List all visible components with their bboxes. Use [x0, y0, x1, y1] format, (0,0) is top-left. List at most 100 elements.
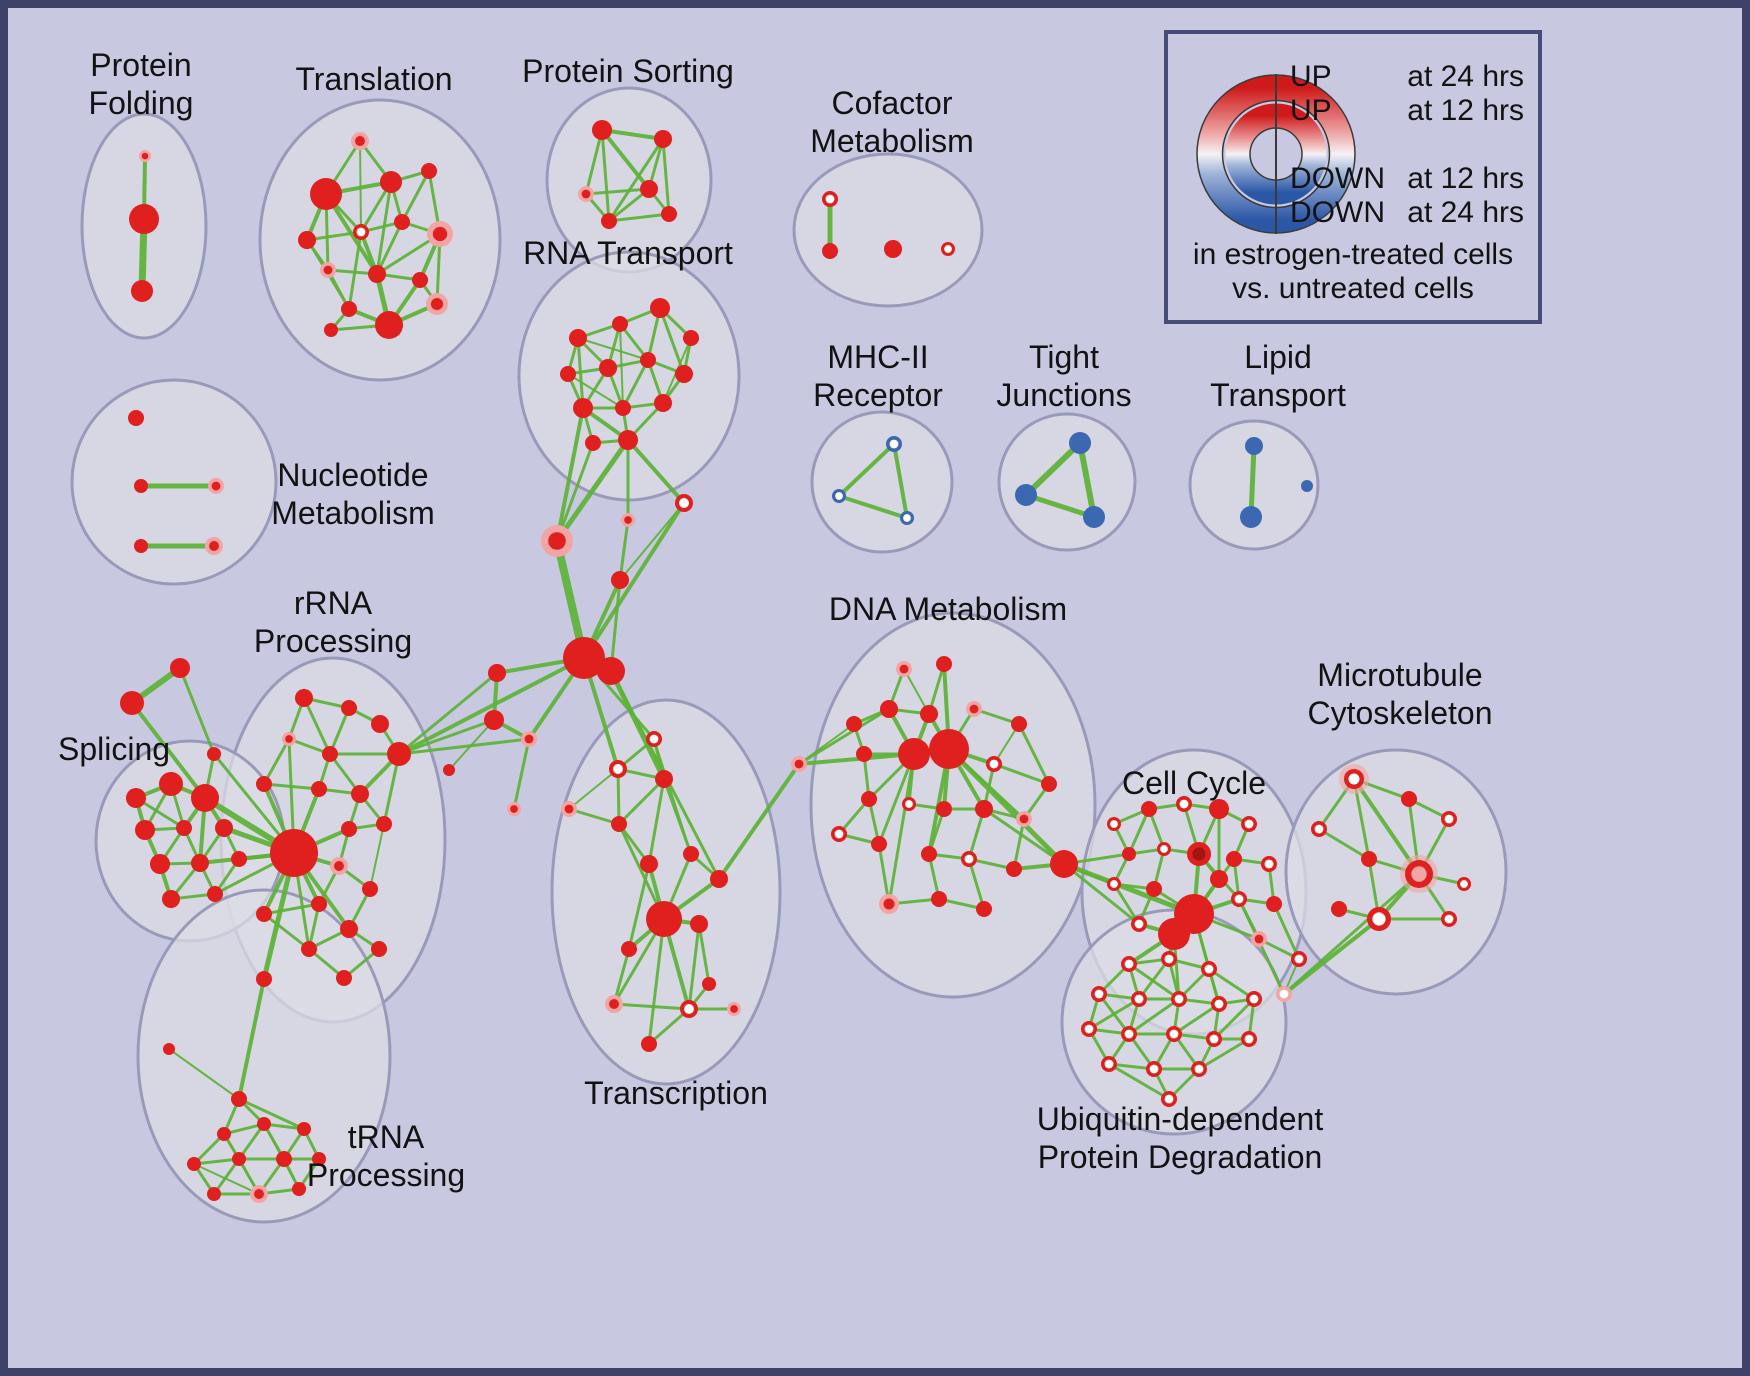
node[interactable] — [976, 901, 992, 917]
node[interactable] — [1083, 506, 1105, 528]
node[interactable] — [131, 280, 153, 302]
node[interactable] — [1245, 437, 1263, 455]
node[interactable] — [871, 836, 887, 852]
node[interactable] — [884, 240, 902, 258]
node[interactable] — [592, 120, 612, 140]
node[interactable] — [163, 1043, 175, 1055]
node[interactable] — [1209, 799, 1229, 819]
node[interactable] — [256, 776, 272, 792]
node[interactable] — [351, 785, 369, 803]
node[interactable] — [612, 316, 628, 332]
node[interactable] — [1146, 881, 1162, 897]
node[interactable] — [563, 637, 605, 679]
node[interactable] — [920, 705, 938, 723]
node[interactable] — [162, 890, 180, 908]
node[interactable] — [295, 689, 313, 707]
node[interactable] — [376, 816, 392, 832]
node[interactable] — [615, 400, 631, 416]
node[interactable] — [654, 394, 672, 412]
node[interactable] — [187, 1157, 201, 1171]
node[interactable] — [207, 747, 221, 761]
node[interactable] — [371, 715, 389, 733]
node[interactable] — [661, 206, 677, 222]
node[interactable] — [336, 970, 352, 986]
node[interactable] — [311, 896, 327, 912]
node[interactable] — [675, 365, 693, 383]
node[interactable] — [488, 664, 506, 682]
node[interactable] — [856, 746, 872, 762]
node[interactable] — [1041, 776, 1057, 792]
node[interactable] — [601, 213, 617, 229]
node[interactable] — [135, 820, 155, 840]
node[interactable] — [585, 435, 601, 451]
node[interactable] — [270, 829, 318, 877]
node[interactable] — [929, 729, 969, 769]
node[interactable] — [1011, 716, 1027, 732]
node[interactable] — [292, 1182, 306, 1196]
node[interactable] — [380, 171, 402, 193]
node[interactable] — [231, 1091, 247, 1107]
node[interactable] — [341, 301, 357, 317]
node[interactable] — [650, 298, 670, 318]
node[interactable] — [371, 941, 387, 957]
node[interactable] — [297, 1122, 311, 1136]
node[interactable] — [310, 178, 342, 210]
node[interactable] — [599, 359, 617, 377]
node[interactable] — [1240, 506, 1262, 528]
node[interactable] — [341, 821, 357, 837]
node[interactable] — [1226, 851, 1242, 867]
node[interactable] — [597, 657, 625, 685]
node[interactable] — [1069, 432, 1091, 454]
node[interactable] — [217, 1127, 231, 1141]
node[interactable] — [298, 231, 316, 249]
node[interactable] — [683, 846, 699, 862]
node[interactable] — [232, 1152, 246, 1166]
node[interactable] — [975, 800, 993, 818]
node[interactable] — [640, 855, 658, 873]
node[interactable] — [150, 854, 170, 874]
node[interactable] — [134, 479, 148, 493]
node[interactable] — [654, 130, 672, 148]
node[interactable] — [311, 781, 327, 797]
node[interactable] — [683, 330, 699, 346]
node[interactable] — [394, 214, 410, 230]
node[interactable] — [702, 977, 716, 991]
node[interactable] — [611, 816, 627, 832]
node[interactable] — [1158, 918, 1190, 950]
node[interactable] — [207, 1187, 221, 1201]
node[interactable] — [641, 1036, 657, 1052]
node[interactable] — [1015, 484, 1037, 506]
node[interactable] — [387, 742, 411, 766]
node[interactable] — [640, 352, 656, 368]
node[interactable] — [176, 820, 192, 836]
node[interactable] — [1210, 870, 1228, 888]
node[interactable] — [128, 410, 144, 426]
node[interactable] — [611, 571, 629, 589]
node[interactable] — [1401, 791, 1417, 807]
node[interactable] — [846, 716, 862, 732]
node[interactable] — [412, 272, 428, 288]
node[interactable] — [1361, 851, 1377, 867]
node[interactable] — [931, 891, 947, 907]
node[interactable] — [120, 691, 144, 715]
node[interactable] — [655, 770, 673, 788]
node[interactable] — [312, 1152, 326, 1166]
node[interactable] — [921, 846, 937, 862]
node[interactable] — [231, 851, 247, 867]
node[interactable] — [618, 430, 638, 450]
node[interactable] — [861, 791, 877, 807]
node[interactable] — [573, 398, 593, 418]
node[interactable] — [191, 854, 209, 872]
node[interactable] — [257, 1117, 271, 1131]
node[interactable] — [375, 311, 403, 339]
node[interactable] — [341, 700, 357, 716]
node[interactable] — [215, 819, 233, 837]
node[interactable] — [1301, 480, 1313, 492]
node[interactable] — [159, 772, 183, 796]
node[interactable] — [276, 1151, 292, 1167]
node[interactable] — [484, 710, 504, 730]
node[interactable] — [443, 764, 455, 776]
node[interactable] — [368, 265, 386, 283]
node[interactable] — [256, 971, 272, 987]
node[interactable] — [880, 700, 898, 718]
